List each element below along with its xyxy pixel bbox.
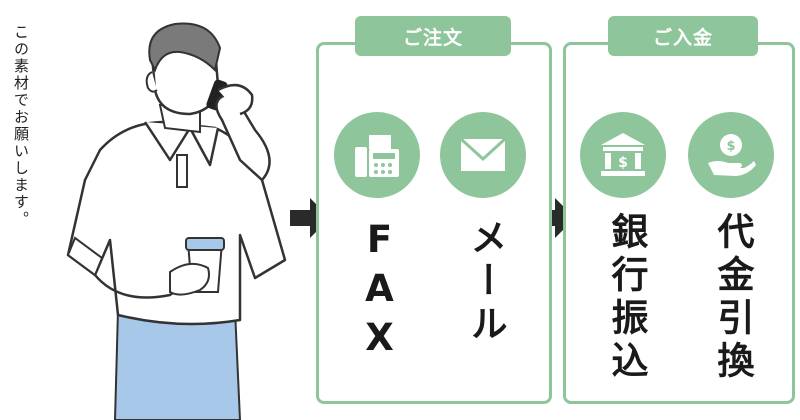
- payment-panel-header: ご入金: [608, 16, 758, 56]
- bank-transfer-label: 銀行振込: [605, 212, 648, 384]
- svg-text:$: $: [618, 155, 628, 171]
- fax-icon: [334, 112, 420, 198]
- order-panel: [316, 42, 552, 404]
- bank-icon: $: [580, 112, 666, 198]
- cash-on-delivery-icon: $: [688, 112, 774, 198]
- payment-panel: [563, 42, 795, 404]
- cash-on-delivery-label: 代金引換: [711, 212, 754, 384]
- side-caption: この素材でお願いします。: [12, 24, 30, 228]
- person-on-phone-illustration: [66, 22, 287, 420]
- mail-label: メール: [464, 218, 507, 347]
- svg-text:$: $: [726, 139, 735, 154]
- mail-icon: [440, 112, 526, 198]
- order-panel-header: ご注文: [355, 16, 511, 56]
- fax-label: FAX: [358, 218, 401, 365]
